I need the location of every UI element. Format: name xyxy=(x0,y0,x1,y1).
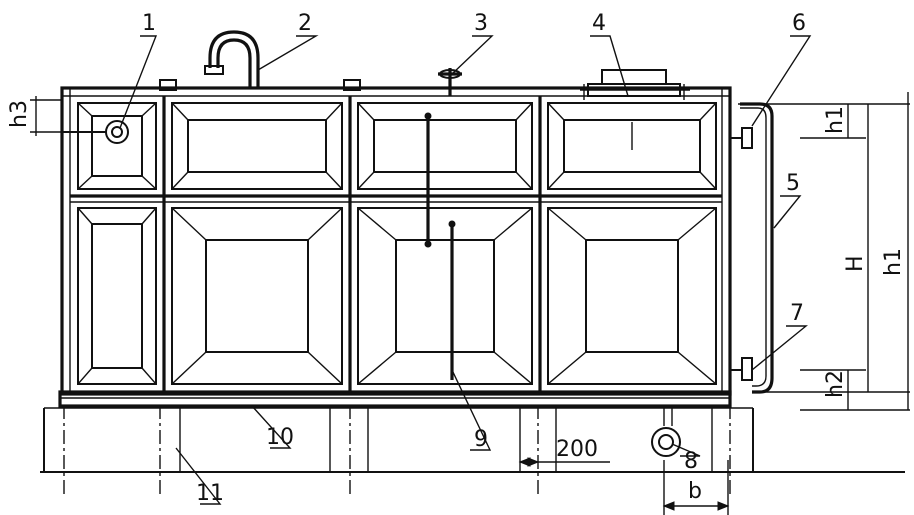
top-fitting xyxy=(438,68,462,96)
callout-7: 7 xyxy=(790,301,804,326)
callout-1: 1 xyxy=(142,11,156,36)
dimension-h2-label: h2 xyxy=(823,370,848,398)
dimension-h3-label: h3 xyxy=(7,100,32,128)
callout-10: 10 xyxy=(266,425,294,450)
dimension-200-label: 200 xyxy=(556,437,598,462)
upper-panels xyxy=(77,102,717,190)
manhole xyxy=(580,69,690,100)
bottom-frame xyxy=(58,390,732,408)
callout-leaders xyxy=(119,35,812,505)
lower-panels xyxy=(77,207,717,385)
dimension-200: 200 xyxy=(518,437,610,467)
dimension-H-label: H xyxy=(843,255,868,272)
callout-11: 11 xyxy=(196,481,224,506)
dimension-b-label: b xyxy=(688,479,702,504)
callout-4: 4 xyxy=(592,11,606,36)
inlet-nozzle xyxy=(62,120,129,144)
callout-9: 9 xyxy=(474,427,488,452)
dimension-right-lines xyxy=(738,92,910,411)
dimension-h3: h3 xyxy=(7,96,62,136)
tank-body xyxy=(60,79,732,396)
callout-6: 6 xyxy=(792,11,806,36)
callout-3: 3 xyxy=(474,11,488,36)
dimension-b: b xyxy=(662,460,730,515)
drain-outlet xyxy=(651,408,681,457)
vent-pipe xyxy=(204,30,260,88)
callout-8: 8 xyxy=(684,449,698,474)
dimension-h1-label: h1 xyxy=(823,106,848,134)
level-gauge-pipe xyxy=(730,102,774,394)
foundation-base xyxy=(40,405,905,495)
inner-rods xyxy=(424,112,456,380)
callout-2: 2 xyxy=(298,11,312,36)
callout-5: 5 xyxy=(786,171,800,196)
dimension-h1-total-label: h1 xyxy=(881,248,906,276)
